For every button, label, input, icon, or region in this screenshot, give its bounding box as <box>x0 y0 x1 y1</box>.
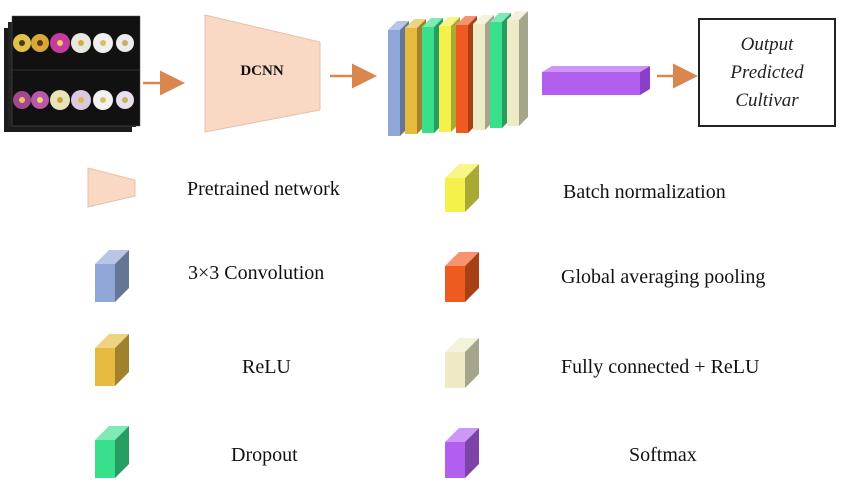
output-line-2: Predicted <box>730 61 804 83</box>
legend-label-dropout: Dropout <box>231 444 298 466</box>
layer-fc-2 <box>507 11 528 126</box>
legend-label-fully-connected-relu: Fully connected + ReLU <box>561 356 760 378</box>
output-box: Output Predicted Cultivar <box>698 18 836 127</box>
dcnn-label: DCNN <box>240 63 284 79</box>
batch-normalization-icon <box>445 164 479 212</box>
flower-row-top <box>13 33 134 53</box>
softmax-icon <box>445 428 479 478</box>
legend-label-pretrained-network: Pretrained network <box>187 178 340 200</box>
dropout-icon <box>95 426 129 478</box>
softmax-block <box>542 66 650 95</box>
output-line-1: Output <box>740 33 794 55</box>
legend-icons <box>87 164 479 478</box>
legend-label-relu: ReLU <box>242 356 291 378</box>
dcnn-trapezoid <box>204 14 321 133</box>
pretrained-network-icon <box>87 167 136 208</box>
layer-stack <box>388 11 528 136</box>
relu-icon <box>95 334 129 386</box>
legend-label-global-averaging-pooling: Global averaging pooling <box>561 266 766 288</box>
output-line-3: Cultivar <box>735 89 799 111</box>
global-averaging-pooling-icon <box>445 252 479 302</box>
legend-label-softmax: Softmax <box>629 444 697 466</box>
convolution-icon <box>95 250 129 302</box>
input-image-stack <box>4 15 141 132</box>
legend-label-batch-normalization: Batch normalization <box>563 181 726 203</box>
flower-row-bottom <box>13 90 134 110</box>
fully-connected-relu-icon <box>445 338 479 388</box>
legend-label-convolution: 3×3 Convolution <box>188 262 325 284</box>
